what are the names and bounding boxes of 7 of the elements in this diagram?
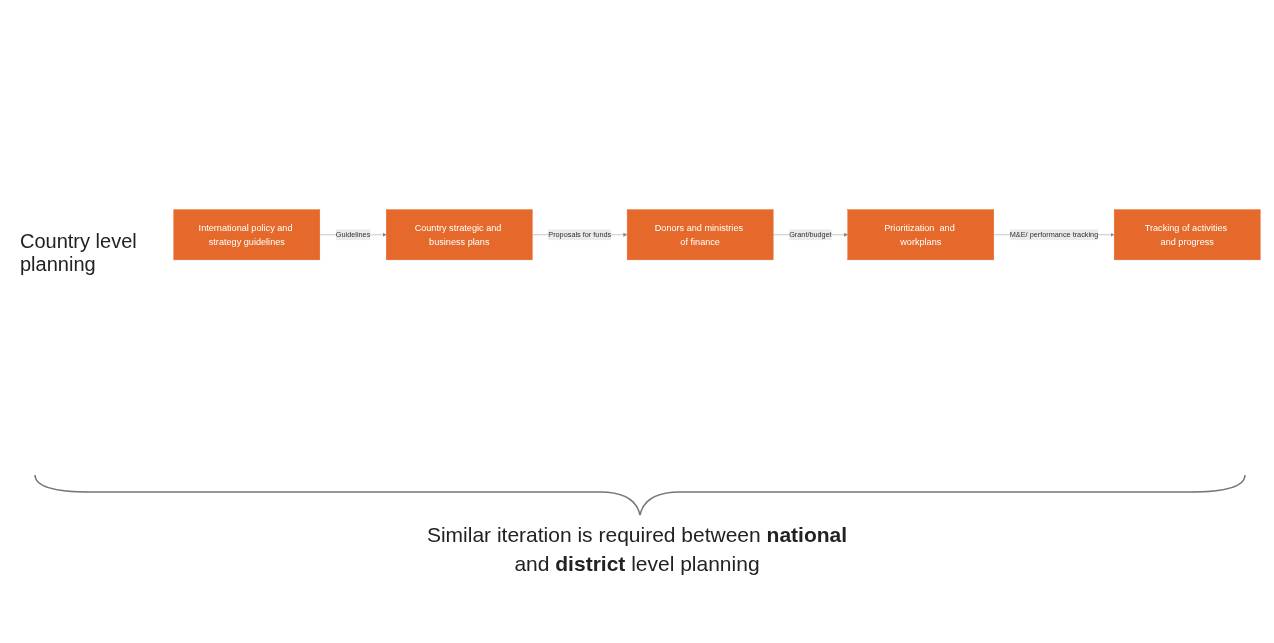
node-box: Prioritization and workplans [847, 209, 994, 261]
node-box: Tracking of activities and progress [1113, 209, 1261, 261]
note-text: Similar iteration is required between national and district level planning [425, 522, 849, 578]
node-box: International policy and strategy guidelines [173, 209, 321, 261]
node-box: Country strategic and business plans [386, 209, 533, 261]
node-box: Donors and ministries of finance [626, 209, 774, 261]
side-note: Country level planning [20, 230, 138, 276]
